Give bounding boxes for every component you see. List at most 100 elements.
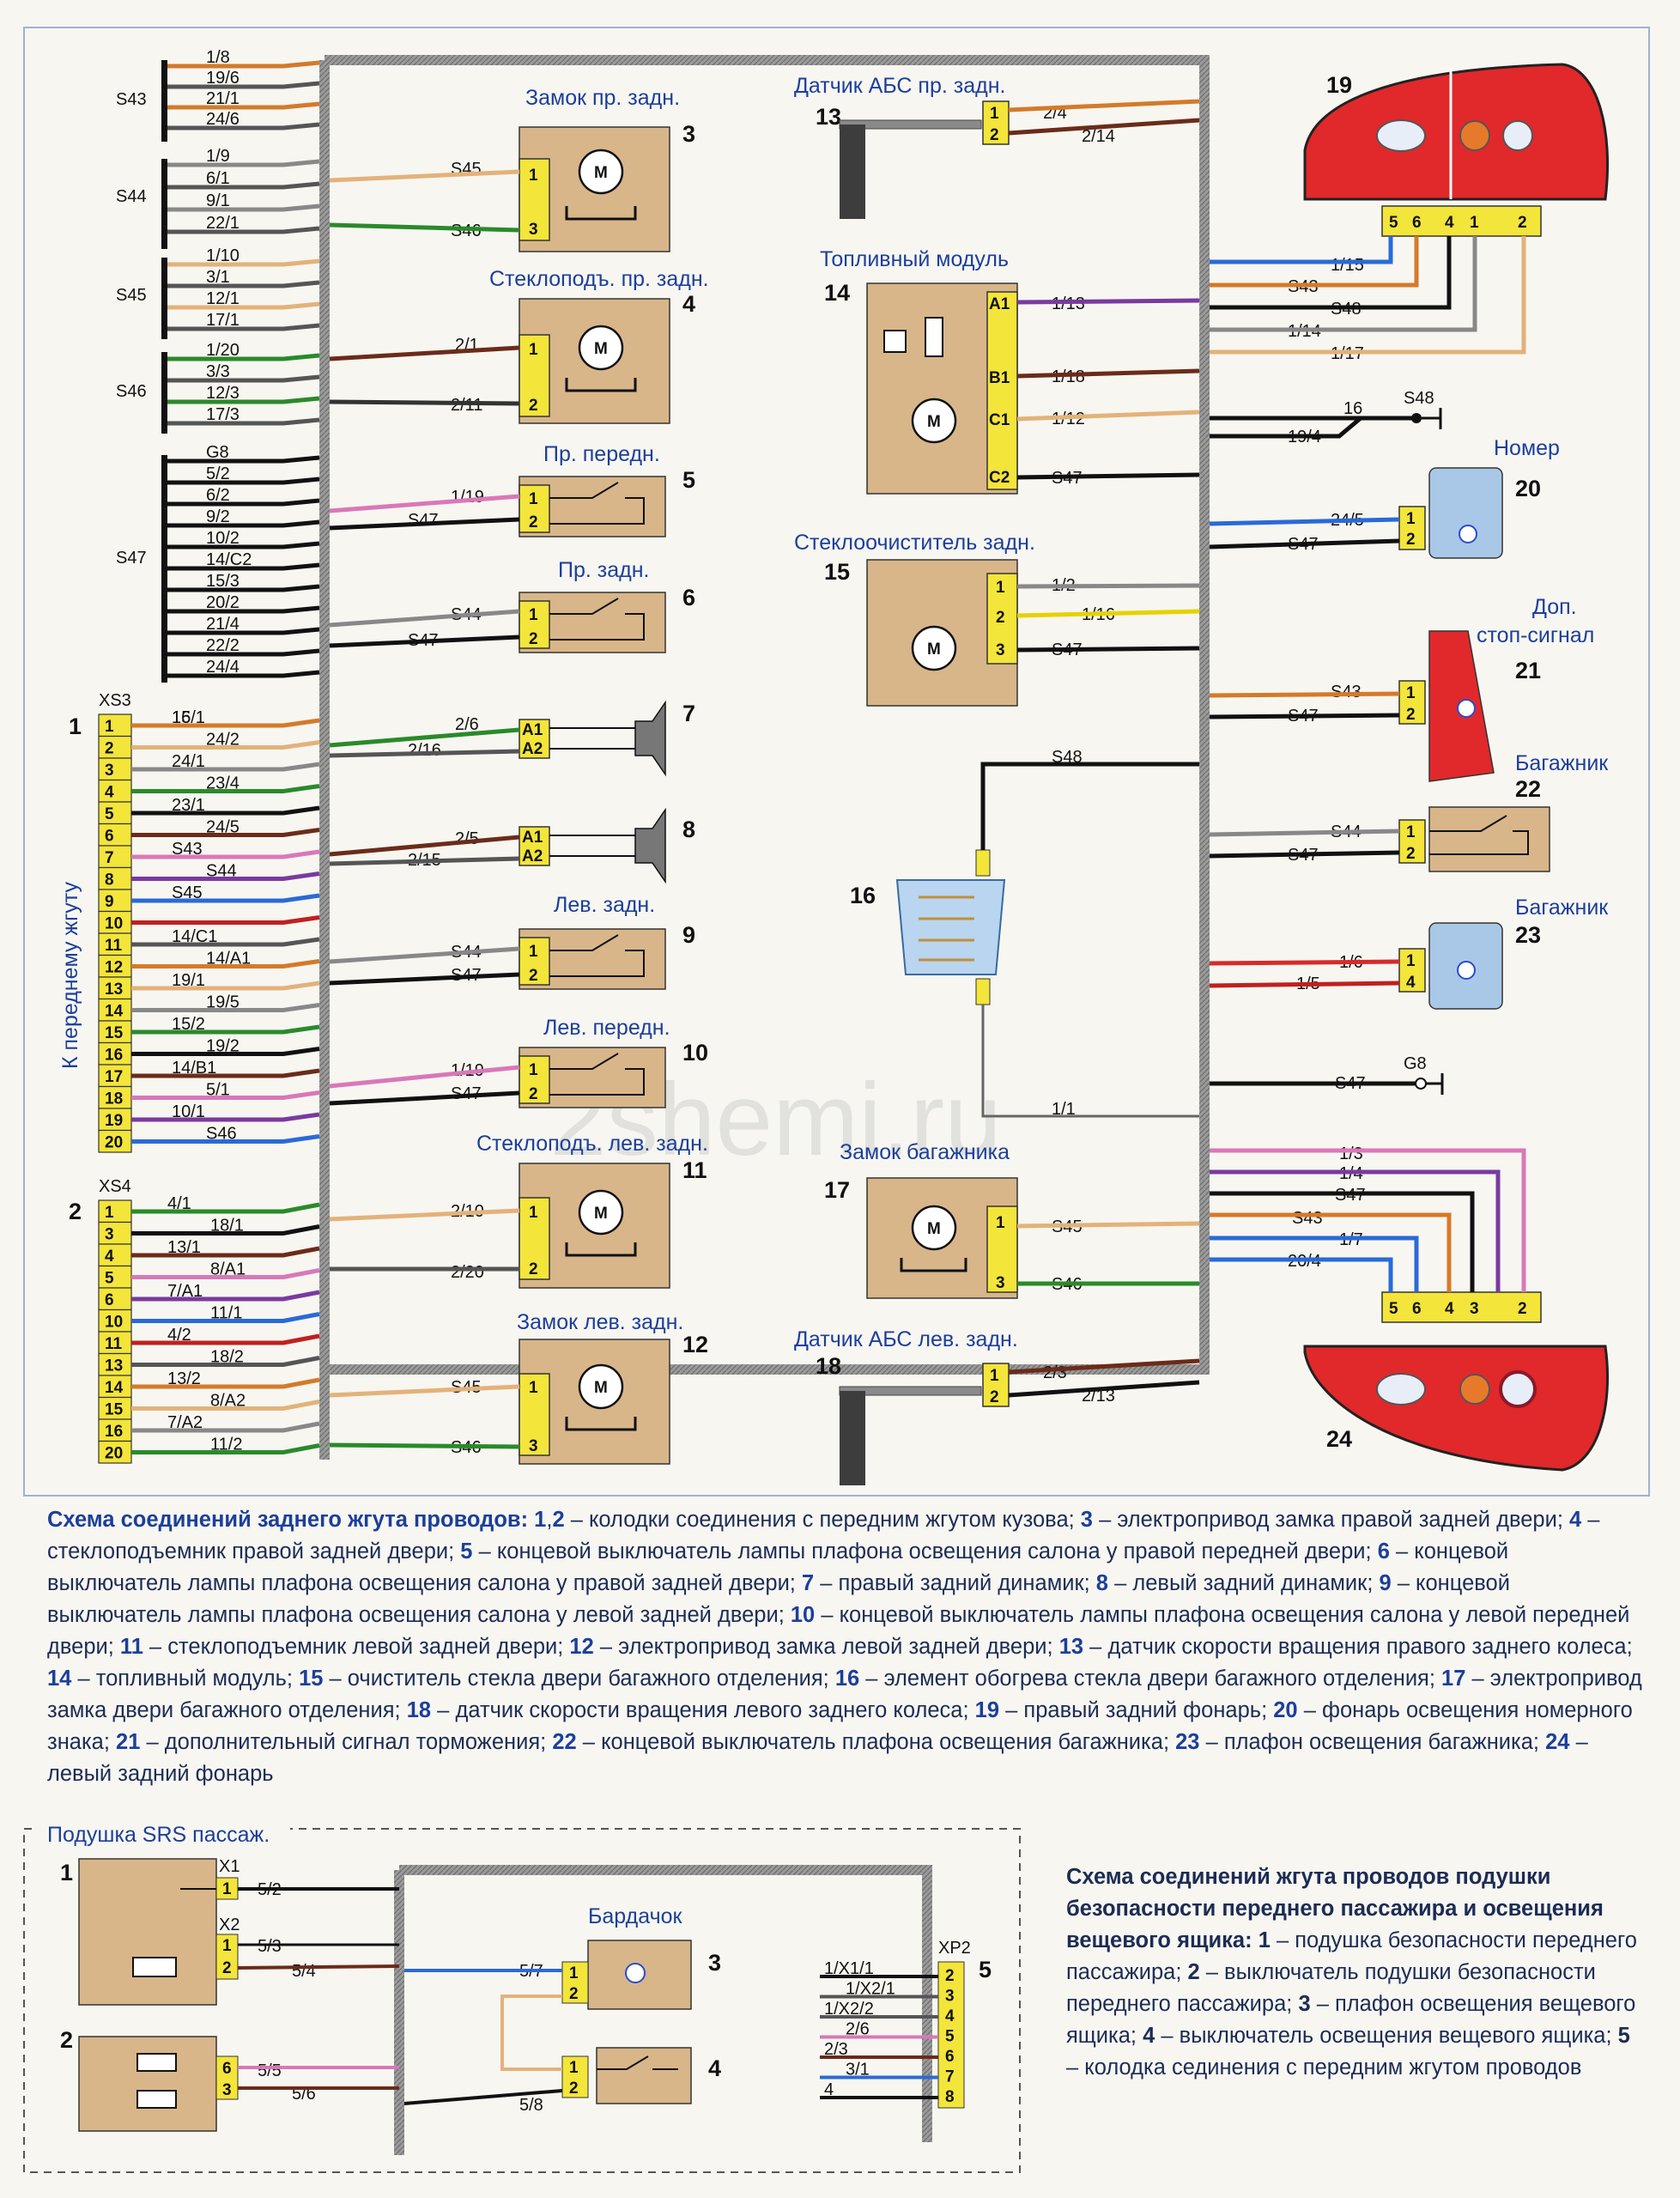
component-number-8: 8 (682, 817, 695, 842)
connector-pin (98, 1287, 132, 1311)
caption-number: 7 (801, 1571, 815, 1595)
label-component-14: Топливный модуль (820, 247, 1009, 271)
wire-label: 24/2 (206, 731, 240, 750)
splice-s44 (161, 159, 167, 249)
pin-2: 2 (529, 1260, 538, 1278)
wire-label: 1/9 (206, 147, 230, 166)
abs-sensor-icon (840, 124, 865, 219)
label-component-21b: стоп-сигнал (1477, 623, 1594, 647)
wire (131, 849, 320, 859)
side-label: К переднему жгуту (58, 882, 82, 1069)
pin-2: 2 (529, 397, 538, 415)
motor-icon (578, 149, 624, 195)
squib-icon (132, 1957, 177, 1977)
label-component-18: Датчик АБС лев. задн. (794, 1327, 1018, 1351)
wire-label: S47 (408, 511, 439, 530)
wire-label: 22/1 (206, 214, 240, 233)
pin-1: 1 (529, 606, 538, 624)
component-number-16: 16 (850, 883, 876, 908)
component-number-2: 2 (69, 1199, 82, 1224)
component-19: 19 5 6 4 1 2 1/15 S43 S48 1/14 1/17 (1210, 63, 1609, 363)
pin-number: 17 (105, 1068, 123, 1086)
wire (1016, 609, 1200, 618)
wire (1008, 1380, 1200, 1398)
pin-number: 11 (105, 1335, 123, 1353)
wire (329, 1065, 520, 1089)
connector-pin (98, 1396, 132, 1420)
wire (1008, 118, 1200, 136)
label-component-10: Лев. передн. (543, 1016, 670, 1040)
pin-1: 1 (990, 1367, 999, 1385)
splice-node (1411, 413, 1422, 423)
pin-1: 1 (529, 490, 538, 508)
connector-pin (98, 1265, 132, 1289)
connector-pin (98, 976, 132, 1000)
pin-2: 2 (529, 513, 538, 531)
wire (131, 1443, 320, 1454)
pin-1: 1 (529, 1061, 538, 1079)
pin-number: 14 (105, 1003, 124, 1021)
component-6: Пр. задн. 6 1 2 S44 S47 (329, 558, 695, 653)
caption-number: 20 (1273, 1698, 1298, 1722)
wire-label: 11/2 (210, 1436, 242, 1454)
wire-label: 8/A2 (210, 1392, 246, 1411)
connector-block (1381, 1291, 1542, 1323)
component-4: Стеклоподъ. пр. задн. 4 1 2 M 2/1 2/11 (329, 267, 709, 424)
caption-text: – колодки соединения с передним жгутом к… (564, 1508, 1081, 1532)
caption-number: 3 (1298, 1992, 1311, 2016)
pin-1: 1 (1406, 510, 1416, 528)
connector-pin (98, 954, 132, 978)
wire (167, 81, 320, 89)
wire-label: 24/1 (172, 752, 205, 771)
pin-number: 8 (945, 2088, 955, 2106)
wire (1209, 981, 1400, 988)
wire (329, 1442, 520, 1449)
caption-number: 3 (1080, 1508, 1093, 1532)
regulator-icon (565, 1242, 637, 1257)
wire (167, 374, 320, 383)
connector-block (937, 1961, 965, 2109)
wire-label: 8/A1 (210, 1260, 246, 1279)
wire (167, 60, 320, 69)
pin-6: 6 (222, 2060, 232, 2078)
wire-label: 2/11 (451, 396, 482, 415)
wire-label: 2/20 (451, 1263, 484, 1282)
abs-sensor-icon (840, 1391, 865, 1485)
wire (167, 323, 320, 331)
wire (329, 609, 520, 628)
wire-label: 6/2 (206, 486, 230, 505)
wire (329, 727, 520, 748)
component-number-6: 6 (682, 585, 695, 610)
wire (981, 1005, 1199, 1118)
pin-number: 7 (945, 2068, 955, 2086)
pin-c1: C1 (989, 411, 1010, 429)
wire-label: 19/2 (206, 1037, 240, 1056)
connector-block (519, 826, 550, 866)
connector-pin (98, 845, 132, 869)
connector-block (1398, 506, 1426, 550)
splice-s43 (161, 60, 167, 142)
pin-5: 5 (1389, 1300, 1398, 1318)
caption-text: – электропривод замка двери багажного от… (47, 1667, 1642, 1722)
wire-label: 1/1 (1052, 1100, 1076, 1119)
caption-text: – элемент обогрева стекла двери багажног… (859, 1667, 1442, 1691)
pin-number: 4 (105, 1248, 114, 1266)
wire (1016, 298, 1200, 305)
switch-icon (549, 598, 645, 641)
wire-label: 1/X1/1 (824, 1959, 874, 1978)
connector-block (519, 158, 550, 241)
wire (1209, 850, 1400, 859)
caption-number: 17 (1441, 1667, 1466, 1691)
pin-number: 2 (105, 740, 114, 758)
wire (131, 1090, 320, 1100)
wire-label: S46 (206, 1125, 237, 1144)
pin-1: 1 (996, 1214, 1005, 1232)
speaker-icon (634, 700, 666, 777)
caption-text: – стеклоподъемник левой задней двери; (143, 1635, 570, 1659)
component-18: Датчик АБС лев. задн. 18 1 2 2/3 2/13 (794, 1327, 1200, 1485)
wire-label: 21/4 (206, 615, 240, 634)
caption-number: 1 (534, 1508, 547, 1532)
speaker-icon (634, 807, 666, 884)
